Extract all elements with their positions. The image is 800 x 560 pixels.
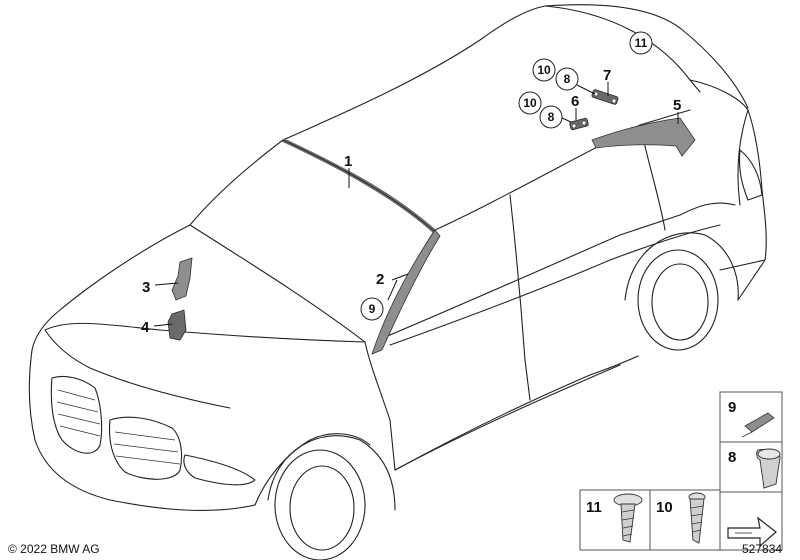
- legend-label-11: 11: [586, 499, 602, 516]
- callout-11-ring: [629, 31, 653, 55]
- bracket-part-4: [167, 309, 187, 341]
- diagram-number: 527834: [742, 542, 782, 556]
- callout-10b-ring: [518, 91, 542, 115]
- windshield-seal-strip: [282, 138, 437, 234]
- callout-9-ring: [360, 297, 384, 321]
- callout-11: 11: [635, 36, 648, 50]
- callout-9: 9: [369, 302, 376, 316]
- callout-8b: 8: [548, 110, 555, 124]
- callout-1: 1: [344, 153, 352, 170]
- callout-8b-ring: [539, 105, 563, 129]
- callout-8a-ring: [555, 67, 579, 91]
- callout-7: 7: [603, 67, 611, 84]
- a-pillar-trim: [371, 229, 441, 355]
- roof-rail-strip: [591, 117, 696, 157]
- callout-10b: 10: [523, 96, 537, 110]
- callouts: 1 2 3 4 5 6 7 8 8 10 10 9 11: [141, 31, 681, 336]
- callout-8a: 8: [564, 72, 571, 86]
- legend: 9 8 11 10: [579, 391, 783, 551]
- bracket-part-3: [171, 257, 193, 301]
- callout-5: 5: [673, 97, 681, 114]
- callout-4: 4: [141, 319, 150, 336]
- callout-3: 3: [142, 279, 150, 296]
- legend-box-10: [649, 489, 721, 551]
- legend-label-9: 9: [728, 399, 736, 416]
- legend-label-8: 8: [728, 449, 736, 466]
- callout-10a: 10: [537, 63, 551, 77]
- car-outline: [28, 4, 767, 560]
- callout-6: 6: [571, 93, 579, 110]
- callout-10a-ring: [532, 58, 556, 82]
- parts: [167, 89, 696, 355]
- leader-lines: [153, 82, 679, 327]
- arrow-icon: [727, 516, 777, 548]
- legend-label-10: 10: [656, 499, 673, 516]
- legend-part-9-icon: [744, 412, 775, 433]
- callout-2: 2: [376, 271, 384, 288]
- legend-box-arrow: [719, 491, 783, 551]
- copyright-text: © 2022 BMW AG: [8, 542, 100, 556]
